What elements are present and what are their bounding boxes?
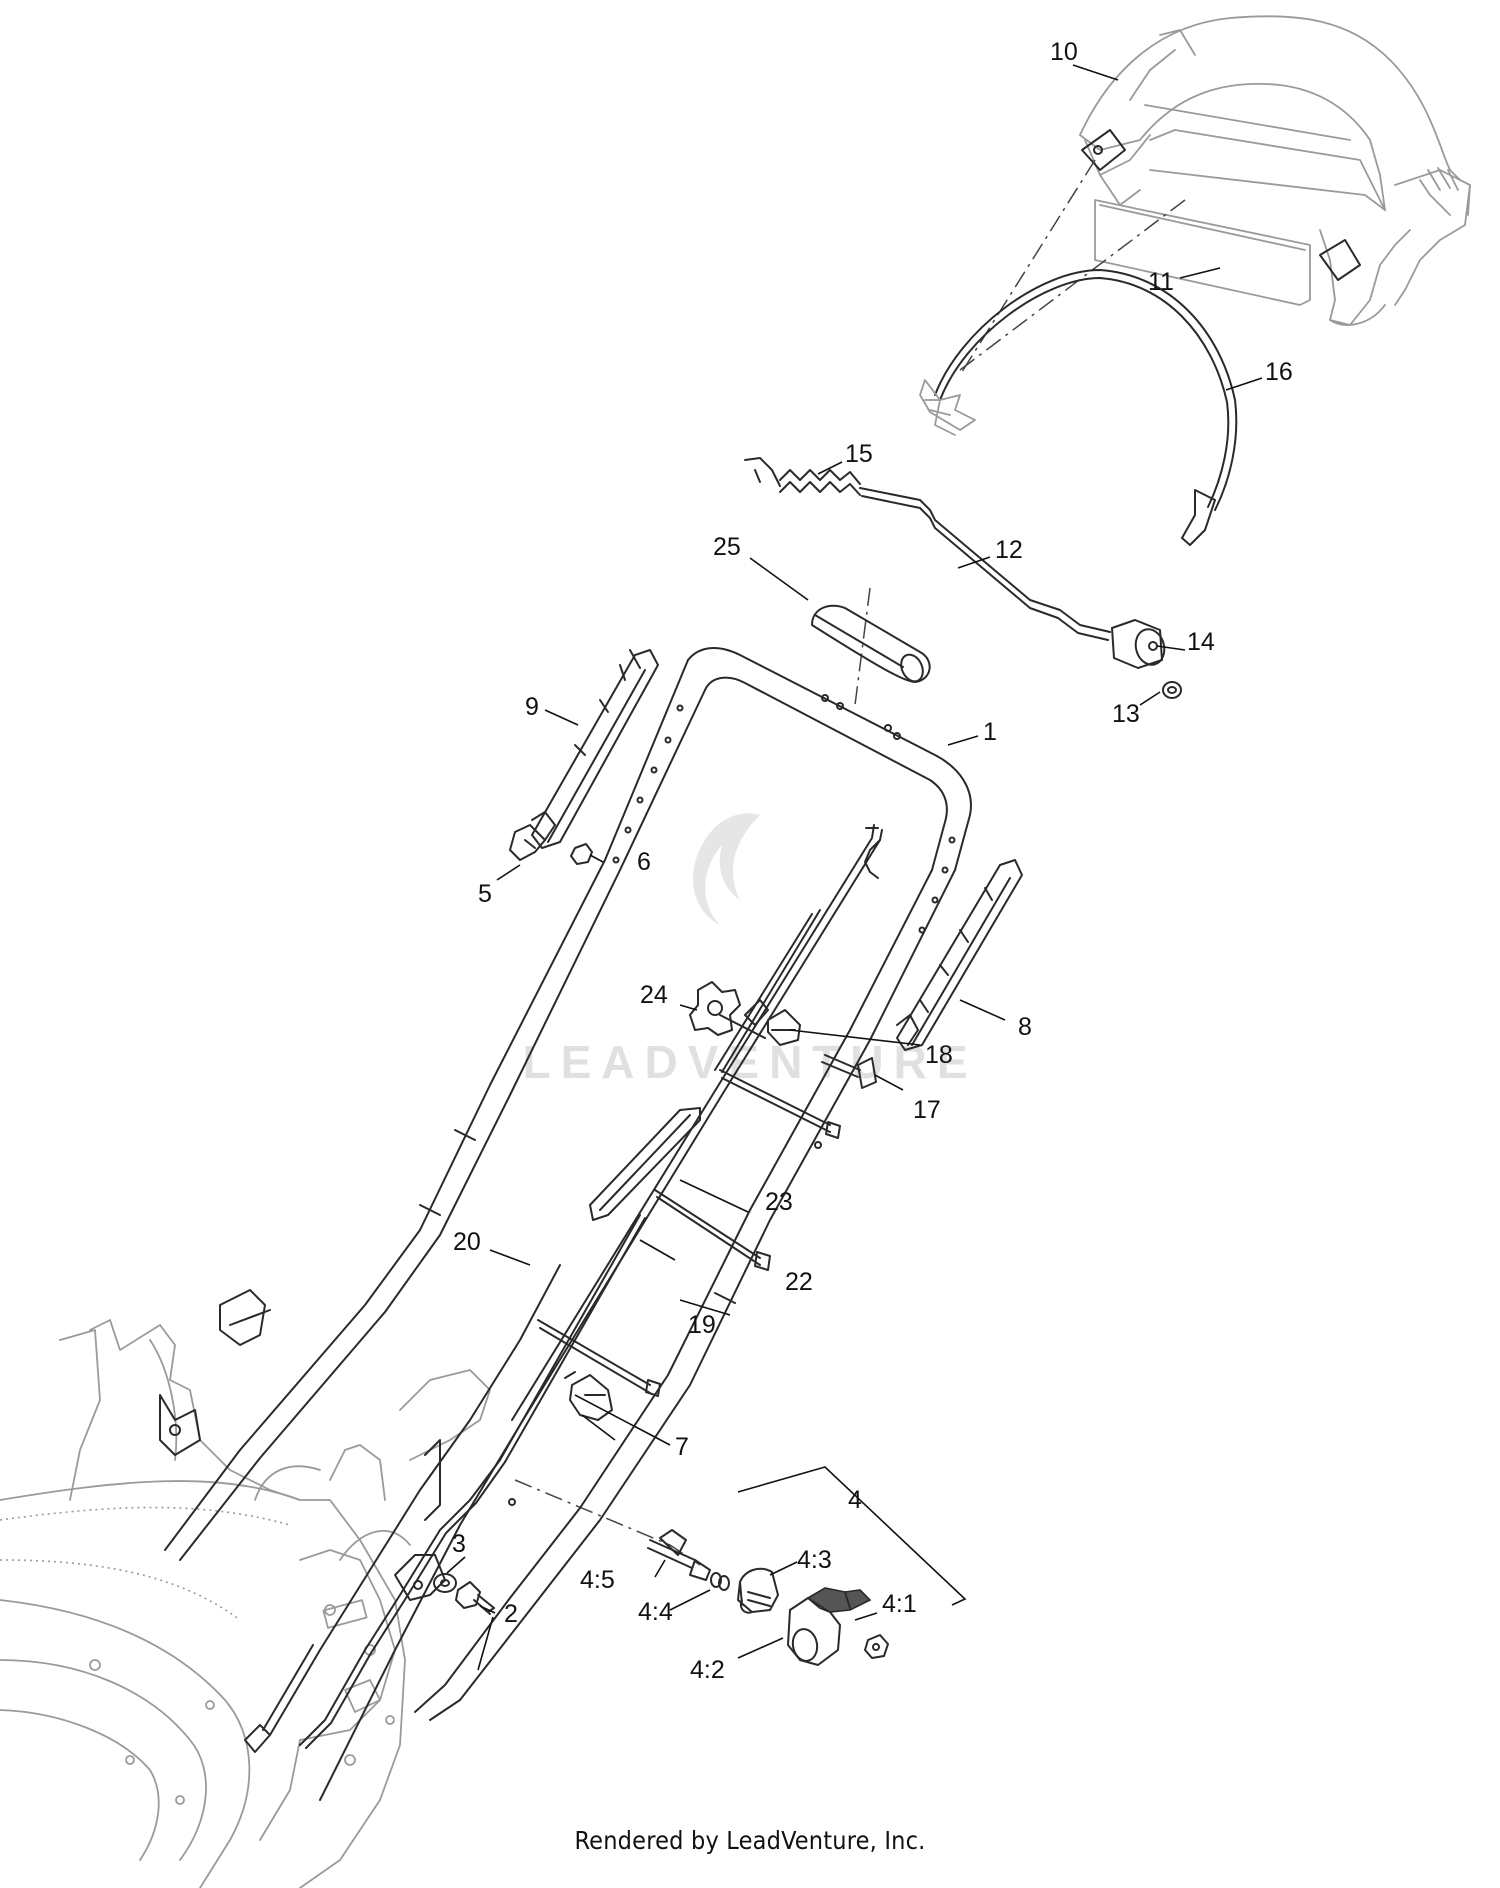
callout-4: 4 (848, 1486, 862, 1514)
part-13-washer (1162, 681, 1182, 699)
callout-11: 11 (1148, 268, 1174, 296)
callout-1: 1 (983, 718, 997, 746)
part-14-bushing (1111, 619, 1166, 669)
callout-20: 20 (453, 1228, 481, 1256)
part-5-clip (509, 824, 546, 861)
callout-17: 17 (913, 1096, 941, 1124)
part-4-4-spring (710, 1572, 730, 1591)
part-4-5-pin (647, 1529, 711, 1581)
callout-4-4: 4:4 (638, 1598, 673, 1626)
alignment-lines (514, 159, 1186, 1566)
callout-10: 10 (1050, 38, 1078, 66)
callout-8: 8 (1018, 1013, 1032, 1041)
part-23-plate (589, 1107, 701, 1221)
callout-14: 14 (1187, 628, 1215, 656)
watermark-flame-icon (693, 813, 760, 925)
part-16-bail (919, 269, 1238, 546)
callout-15: 15 (845, 440, 873, 468)
leader-lines (446, 64, 1263, 1671)
part-12-rod (859, 487, 1111, 641)
callout-4-1: 4:1 (882, 1590, 917, 1618)
lower-brackets (159, 1289, 446, 1601)
part-11-decal (1094, 199, 1311, 306)
callout-2: 2 (504, 1600, 518, 1628)
part-3-washer (433, 1573, 457, 1593)
mower-deck (0, 1319, 491, 1888)
callout-13: 13 (1112, 700, 1140, 728)
footer-credit: Rendered by LeadVenture, Inc. (574, 1826, 926, 1855)
part-15-spring (744, 457, 861, 496)
callout-labels: 10 11 16 15 12 25 14 13 1 9 5 6 24 8 18 … (452, 38, 1293, 1684)
part-6-nut (570, 843, 593, 865)
cables-19-20 (244, 824, 883, 1801)
callout-12: 12 (995, 536, 1023, 564)
part-9-bracket (531, 649, 659, 849)
callout-5: 5 (478, 880, 492, 908)
part-22-cable-ties (537, 1069, 841, 1397)
callout-3: 3 (452, 1530, 466, 1558)
part-4-2-lever (787, 1587, 872, 1666)
callout-23: 23 (765, 1188, 793, 1216)
part-10-upper-handle (1079, 15, 1471, 326)
callout-16: 16 (1265, 358, 1293, 386)
callout-4-2: 4:2 (690, 1656, 725, 1684)
callout-7: 7 (675, 1433, 689, 1461)
callout-9: 9 (525, 693, 539, 721)
part-1-main-handle (164, 647, 972, 1721)
callout-4-3: 4:3 (797, 1546, 832, 1574)
callout-24: 24 (640, 981, 668, 1009)
part-8-bracket (896, 859, 1023, 1051)
watermark: LEADVENTURE (522, 813, 977, 1088)
callout-19: 19 (688, 1311, 716, 1339)
callout-4-5: 4:5 (580, 1566, 615, 1594)
part-17-bolt (821, 1054, 877, 1089)
part-25-grip (811, 604, 931, 683)
watermark-text: LEADVENTURE (522, 1036, 977, 1088)
part-7-clip (564, 1371, 613, 1421)
callout-6: 6 (637, 848, 651, 876)
part-4-3-housing (737, 1567, 779, 1614)
part-4-1-nut (864, 1634, 889, 1659)
part-4-group-bracket (737, 1466, 967, 1606)
callout-18: 18 (925, 1041, 953, 1069)
callout-25: 25 (713, 533, 741, 561)
callout-22: 22 (785, 1268, 813, 1296)
